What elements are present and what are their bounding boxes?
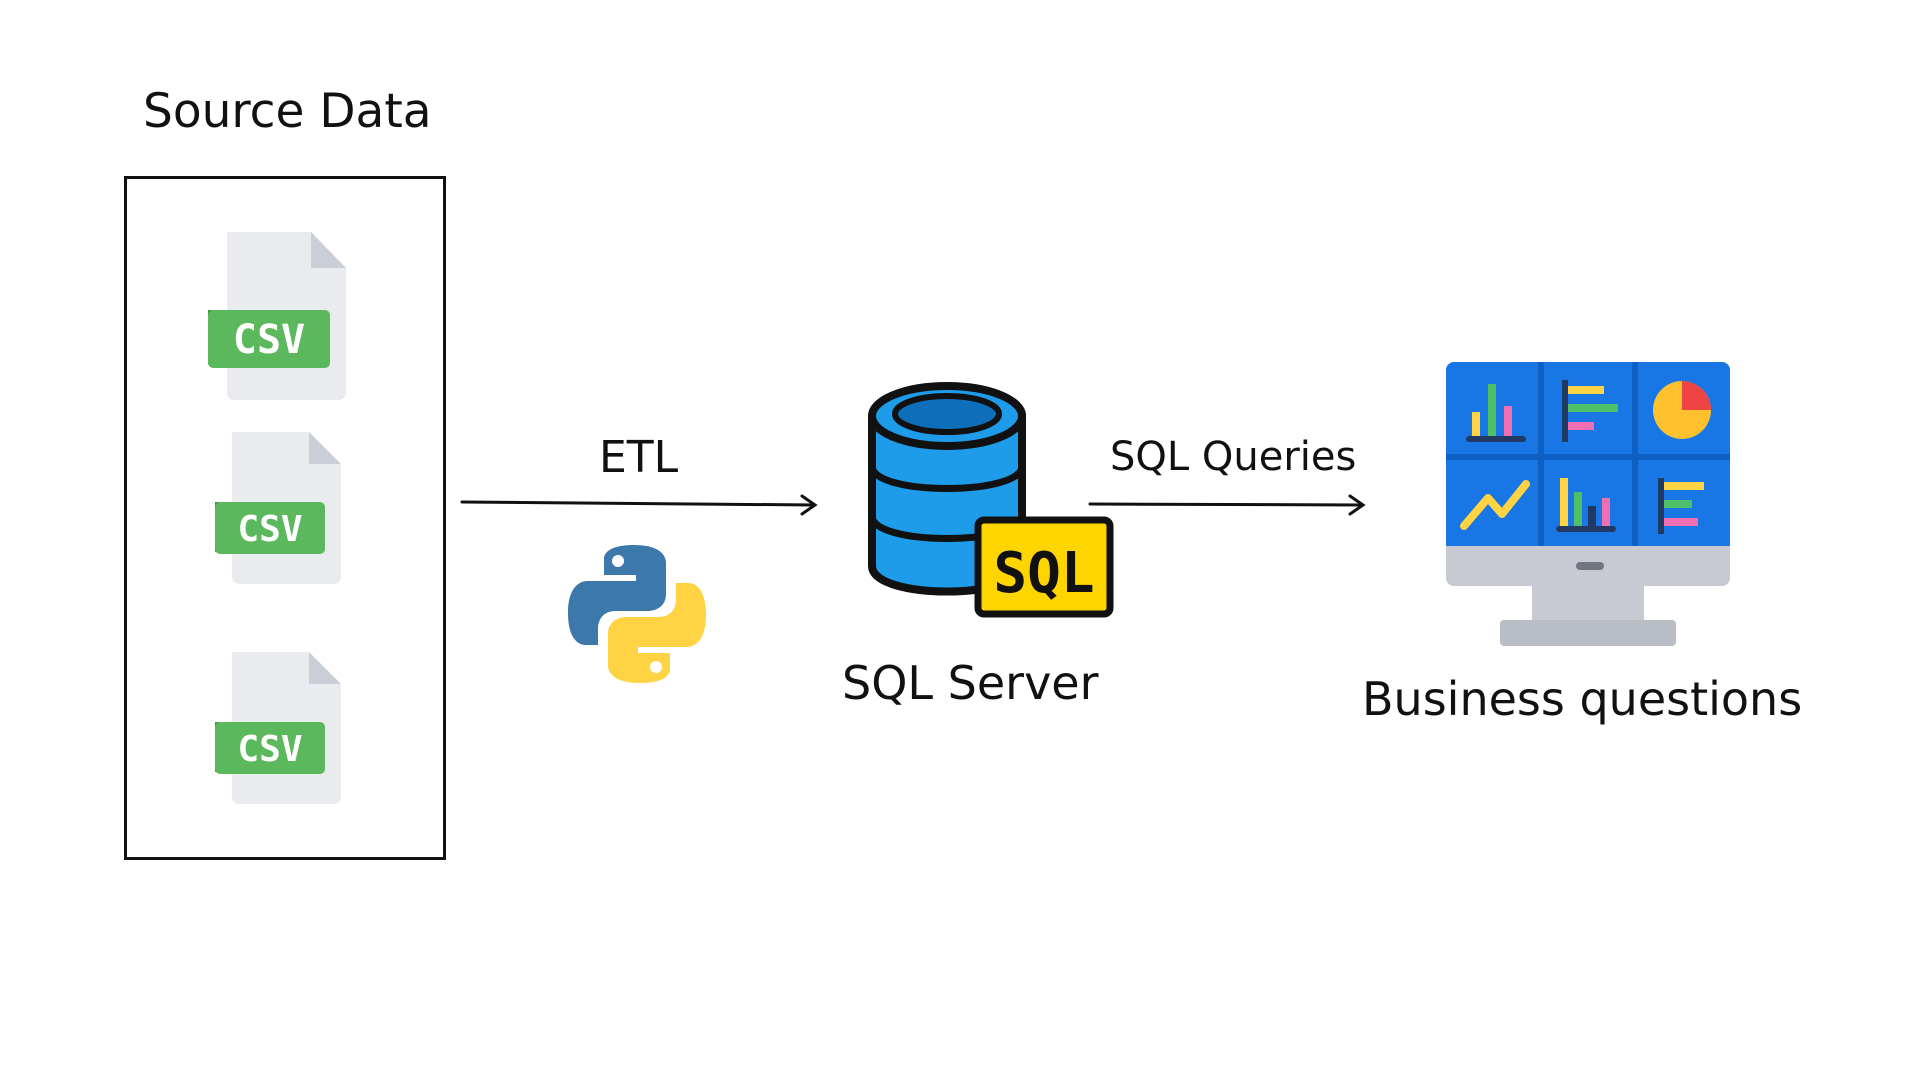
csv-badge-text: CSV [237, 509, 302, 550]
csv-badge-text: CSV [237, 729, 302, 770]
sql-badge-text: SQL [993, 541, 1094, 606]
csv-file-icon: CSV [215, 652, 341, 804]
business-questions-label: Business questions [1362, 672, 1803, 726]
csv-file-icon: CSV [208, 232, 346, 400]
etl-arrow [460, 494, 818, 516]
csv-file-icon: CSV [215, 432, 341, 584]
csv-badge-text: CSV [233, 317, 305, 363]
sql-queries-arrow [1088, 494, 1366, 516]
database-icon: SQL [868, 382, 1114, 618]
source-data-title: Source Data [143, 84, 432, 139]
dashboard-monitor-icon [1446, 362, 1730, 646]
source-data-box [124, 176, 446, 860]
python-logo-icon [568, 545, 706, 683]
sql-server-label: SQL Server [842, 656, 1099, 710]
sql-queries-label: SQL Queries [1110, 434, 1357, 480]
etl-label: ETL [599, 432, 679, 483]
